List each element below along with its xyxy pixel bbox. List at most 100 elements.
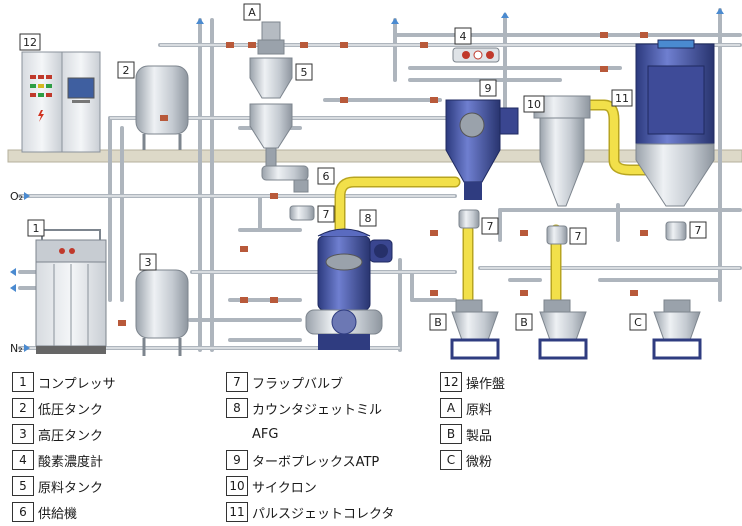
legend-label: カウンタジェットミル bbox=[252, 402, 383, 418]
legend-label: 供給機 bbox=[38, 506, 78, 522]
svg-text:C: C bbox=[634, 316, 642, 329]
svg-text:9: 9 bbox=[485, 82, 492, 95]
legend-item-counter-jet-mill: 8 カウンタジェットミル bbox=[226, 398, 382, 418]
legend: 1 コンプレッサ 2 低圧タンク 3 高圧タンク 4 酸素濃度計 5 原料タンク… bbox=[0, 366, 742, 526]
svg-text:7: 7 bbox=[487, 220, 494, 233]
callout-labels: 12 2 A 5 4 9 10 11 6 7 8 1 3 7 7 7 B B C bbox=[19, 3, 707, 331]
legend-label: 酸素濃度計 bbox=[38, 454, 104, 470]
legend-item-control-panel: 12 操作盤 bbox=[440, 372, 505, 392]
legend-item-turboplex: 9 ターボプレックスATP bbox=[226, 450, 379, 470]
legend-item-product: B 製品 bbox=[440, 424, 492, 444]
flap-valves bbox=[289, 205, 687, 245]
vent-arrows bbox=[10, 8, 724, 352]
callout-3: 3 bbox=[139, 253, 157, 271]
legend-key: 2 bbox=[12, 398, 34, 418]
legend-label: 原料タンク bbox=[38, 480, 104, 496]
product-receivers bbox=[450, 299, 702, 360]
legend-item-raw-material: A 原料 bbox=[440, 398, 492, 418]
svg-text:10: 10 bbox=[527, 98, 541, 111]
legend-item-counter-jet-mill-cont: AFG bbox=[252, 427, 279, 442]
svg-text:A: A bbox=[248, 6, 256, 19]
callout-1: 1 bbox=[27, 219, 45, 237]
svg-text:5: 5 bbox=[301, 66, 308, 79]
high-pressure-tank bbox=[135, 269, 189, 356]
nitrogen-label: N₂ bbox=[10, 342, 23, 355]
floor-slab bbox=[7, 149, 742, 163]
legend-key: 5 bbox=[12, 476, 34, 496]
legend-item-flap-valve: 7 フラップバルブ bbox=[226, 372, 343, 392]
legend-label: 高圧タンク bbox=[38, 428, 104, 444]
legend-item-low-pressure-tank: 2 低圧タンク bbox=[12, 398, 103, 418]
svg-text:2: 2 bbox=[123, 64, 130, 77]
legend-item-high-pressure-tank: 3 高圧タンク bbox=[12, 424, 103, 444]
callout-7c: 7 bbox=[569, 227, 587, 245]
pulse-jet-collector bbox=[635, 39, 715, 207]
callout-B2: B bbox=[515, 313, 533, 331]
legend-label: 微粉 bbox=[466, 454, 493, 470]
callout-4: 4 bbox=[454, 27, 472, 45]
legend-key: 10 bbox=[226, 476, 248, 496]
callout-7a: 7 bbox=[317, 205, 335, 223]
svg-text:4: 4 bbox=[460, 30, 467, 43]
legend-item-fines: C 微粉 bbox=[440, 450, 492, 470]
legend-key: 3 bbox=[12, 424, 34, 444]
legend-label: 低圧タンク bbox=[38, 402, 104, 418]
oxygen-analyzer bbox=[452, 47, 500, 63]
svg-text:11: 11 bbox=[615, 92, 629, 105]
legend-item-compressor: 1 コンプレッサ bbox=[12, 372, 116, 392]
legend-label: コンプレッサ bbox=[38, 376, 116, 392]
control-panel bbox=[21, 51, 101, 153]
callout-7b: 7 bbox=[481, 217, 499, 235]
cyclone bbox=[533, 95, 591, 207]
legend-item-raw-material-tank: 5 原料タンク bbox=[12, 476, 103, 496]
legend-key: 7 bbox=[226, 372, 248, 392]
plant-schematic: 12 2 A 5 4 9 10 11 6 7 8 1 3 7 7 7 B B C… bbox=[7, 3, 742, 360]
legend-key: 12 bbox=[440, 372, 462, 392]
callout-2: 2 bbox=[117, 61, 135, 79]
legend-label: 製品 bbox=[466, 428, 493, 444]
svg-text:1: 1 bbox=[33, 222, 40, 235]
callout-C: C bbox=[629, 313, 647, 331]
valve-markers bbox=[118, 32, 648, 326]
svg-text:B: B bbox=[434, 316, 442, 329]
oxygen-label: O₂ bbox=[10, 190, 23, 203]
legend-key: A bbox=[440, 398, 462, 418]
callout-12: 12 bbox=[19, 33, 41, 51]
svg-text:8: 8 bbox=[365, 212, 372, 225]
raw-material-tank bbox=[249, 21, 293, 167]
callout-9: 9 bbox=[479, 79, 497, 97]
legend-key: 6 bbox=[12, 502, 34, 522]
legend-item-oxygen-analyzer: 4 酸素濃度計 bbox=[12, 450, 103, 470]
legend-label: サイクロン bbox=[252, 480, 317, 496]
legend-key: 1 bbox=[12, 372, 34, 392]
legend-key: 8 bbox=[226, 398, 248, 418]
svg-text:7: 7 bbox=[695, 224, 702, 237]
feeder bbox=[261, 165, 309, 193]
callout-B1: B bbox=[429, 313, 447, 331]
callout-6: 6 bbox=[317, 167, 335, 185]
legend-label: 操作盤 bbox=[466, 376, 506, 392]
legend-label: フラップバルブ bbox=[252, 376, 344, 392]
legend-item-feeder: 6 供給機 bbox=[12, 502, 77, 522]
callout-5: 5 bbox=[295, 63, 313, 81]
low-pressure-tank bbox=[135, 65, 189, 150]
callout-7d: 7 bbox=[689, 221, 707, 239]
legend-item-pulse-jet-collector: 11 パルスジェットコレクタ bbox=[226, 502, 394, 522]
legend-label: ターボプレックスATP bbox=[252, 454, 380, 470]
legend-item-cyclone: 10 サイクロン bbox=[226, 476, 317, 496]
legend-key: C bbox=[440, 450, 462, 470]
legend-label: 原料 bbox=[466, 402, 493, 418]
legend-label: パルスジェットコレクタ bbox=[252, 506, 395, 522]
svg-text:7: 7 bbox=[575, 230, 582, 243]
callout-10: 10 bbox=[523, 95, 545, 113]
legend-key: 4 bbox=[12, 450, 34, 470]
legend-key: 9 bbox=[226, 450, 248, 470]
compressor bbox=[35, 229, 107, 354]
callout-8: 8 bbox=[359, 209, 377, 227]
svg-text:3: 3 bbox=[145, 256, 152, 269]
callout-A: A bbox=[243, 3, 261, 21]
svg-text:7: 7 bbox=[323, 208, 330, 221]
legend-key: B bbox=[440, 424, 462, 444]
svg-text:12: 12 bbox=[23, 36, 37, 49]
